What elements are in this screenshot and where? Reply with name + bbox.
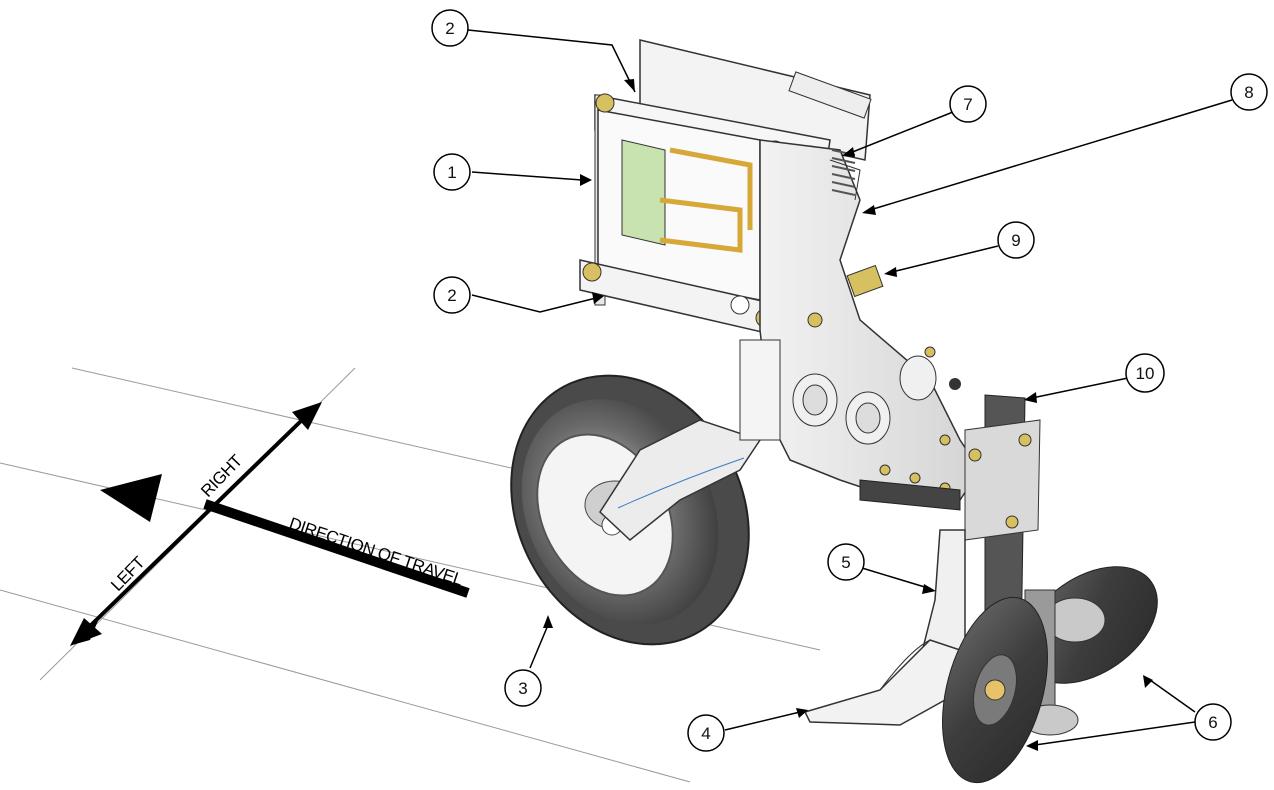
gauge-wheel-arm — [599, 419, 762, 541]
travel-arrow-head — [100, 474, 162, 522]
svg-text:4: 4 — [701, 724, 710, 743]
closing-discs — [942, 566, 1158, 784]
callout-3: 3 — [504, 669, 542, 707]
opener-point — [803, 639, 961, 726]
svg-text:6: 6 — [1208, 713, 1217, 732]
svg-text:8: 8 — [1244, 83, 1253, 102]
callout-2-upper: 2 — [431, 9, 469, 47]
svg-text:2: 2 — [445, 19, 454, 38]
callout-10: 10 — [1125, 353, 1165, 393]
grease-fitting — [846, 264, 884, 298]
svg-text:7: 7 — [963, 95, 972, 114]
svg-text:5: 5 — [841, 553, 850, 572]
callout-8: 8 — [1230, 73, 1268, 111]
arm-bracket — [739, 339, 781, 441]
callouts: 1 2 2 3 4 5 6 7 — [431, 9, 1268, 752]
svg-text:2: 2 — [447, 286, 456, 305]
shank-body — [759, 139, 981, 501]
callout-6: 6 — [1194, 703, 1232, 741]
svg-text:1: 1 — [447, 163, 456, 182]
callout-4: 4 — [687, 714, 725, 752]
arm-edge-line — [617, 457, 745, 509]
direction-indicator: RIGHT LEFT DIRECTION OF TRAVEL — [70, 402, 470, 646]
right-label: RIGHT — [197, 451, 246, 501]
svg-text:10: 10 — [1136, 364, 1155, 383]
leader-lines — [467, 29, 1233, 746]
travel-arrow-shaft — [203, 499, 470, 598]
callout-7: 7 — [949, 85, 987, 123]
svg-text:3: 3 — [518, 679, 527, 698]
svg-text:9: 9 — [1011, 231, 1020, 250]
spring-coils — [831, 149, 856, 196]
left-right-axis — [86, 418, 304, 630]
callout-5: 5 — [827, 543, 865, 581]
callout-9: 9 — [997, 221, 1035, 259]
callout-1: 1 — [433, 153, 471, 191]
right-arrow-head — [292, 402, 322, 430]
callout-2-lower: 2 — [433, 276, 471, 314]
leader-arrowheads — [543, 79, 1153, 751]
direction-of-travel-label: DIRECTION OF TRAVEL — [287, 514, 465, 590]
